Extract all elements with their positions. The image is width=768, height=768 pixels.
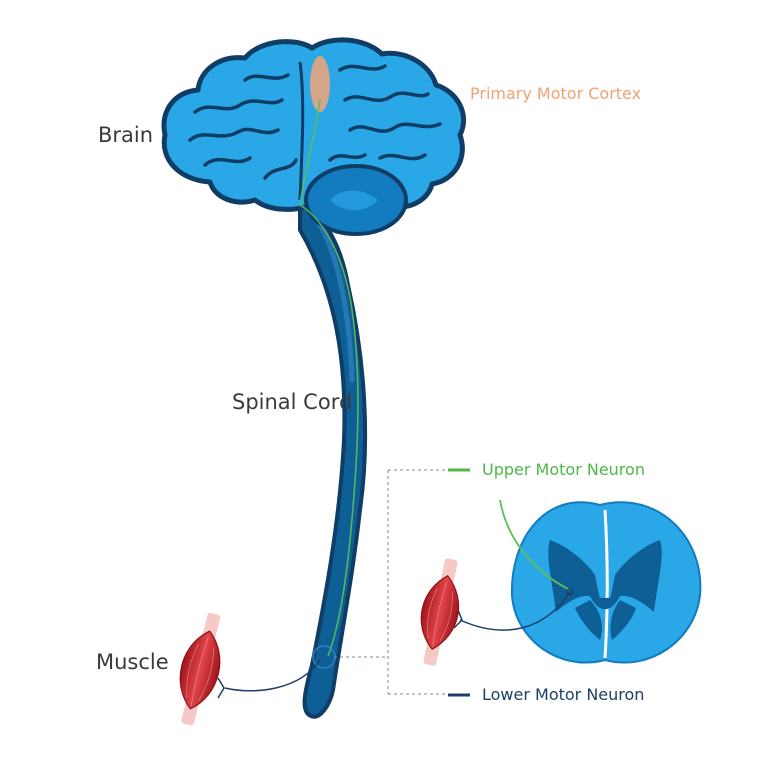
spinal-cord-label: Spinal Cord <box>232 390 353 414</box>
lower-motor-neuron-path <box>224 659 321 692</box>
magnify-bracket <box>334 469 445 695</box>
lower-motor-neuron-label: Lower Motor Neuron <box>482 685 645 704</box>
upper-motor-neuron-path <box>299 99 359 657</box>
spinal-cord <box>298 203 368 719</box>
primary-motor-cortex-highlight <box>310 56 330 112</box>
brain-label: Brain <box>98 123 154 147</box>
brain <box>161 37 467 236</box>
spinal-cord-cross-section <box>510 501 702 664</box>
synapse-marker <box>566 588 574 596</box>
upper-motor-neuron-label: Upper Motor Neuron <box>482 460 645 479</box>
upper-motor-neuron-crosssection <box>499 499 571 591</box>
muscle-right <box>420 558 460 666</box>
muscle-left <box>179 612 221 726</box>
muscle-label: Muscle <box>96 650 169 674</box>
primary-motor-cortex-label: Primary Motor Cortex <box>470 84 642 103</box>
lower-motor-neuron-crosssection <box>459 591 571 631</box>
